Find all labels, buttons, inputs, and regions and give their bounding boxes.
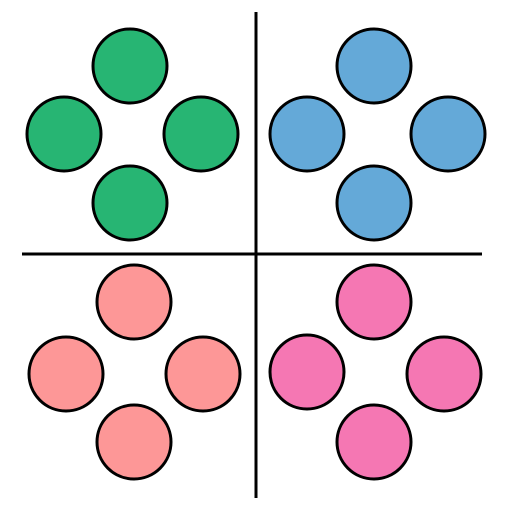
circle-bottom-left-bottom — [95, 403, 173, 481]
circle-top-left-left — [25, 95, 103, 173]
circle-group-top-right — [268, 27, 487, 242]
circle-top-left-top — [91, 27, 169, 105]
circle-bottom-left-left — [27, 335, 105, 413]
circle-group-bottom-left — [27, 263, 242, 481]
circle-top-left-bottom — [91, 164, 169, 242]
circle-group-bottom-right — [268, 263, 483, 481]
circle-top-right-bottom — [335, 164, 413, 242]
circle-top-right-top — [335, 27, 413, 105]
circle-bottom-right-left — [268, 333, 346, 411]
circle-bottom-right-right — [405, 335, 483, 413]
circle-top-left-right — [162, 95, 240, 173]
circle-groups — [25, 27, 487, 481]
circle-bottom-left-top — [95, 263, 173, 341]
circle-top-right-right — [409, 95, 487, 173]
circle-group-top-left — [25, 27, 240, 242]
circle-bottom-left-right — [164, 335, 242, 413]
circle-top-right-left — [268, 95, 346, 173]
circle-bottom-right-bottom — [335, 403, 413, 481]
circle-bottom-right-top — [335, 263, 413, 341]
